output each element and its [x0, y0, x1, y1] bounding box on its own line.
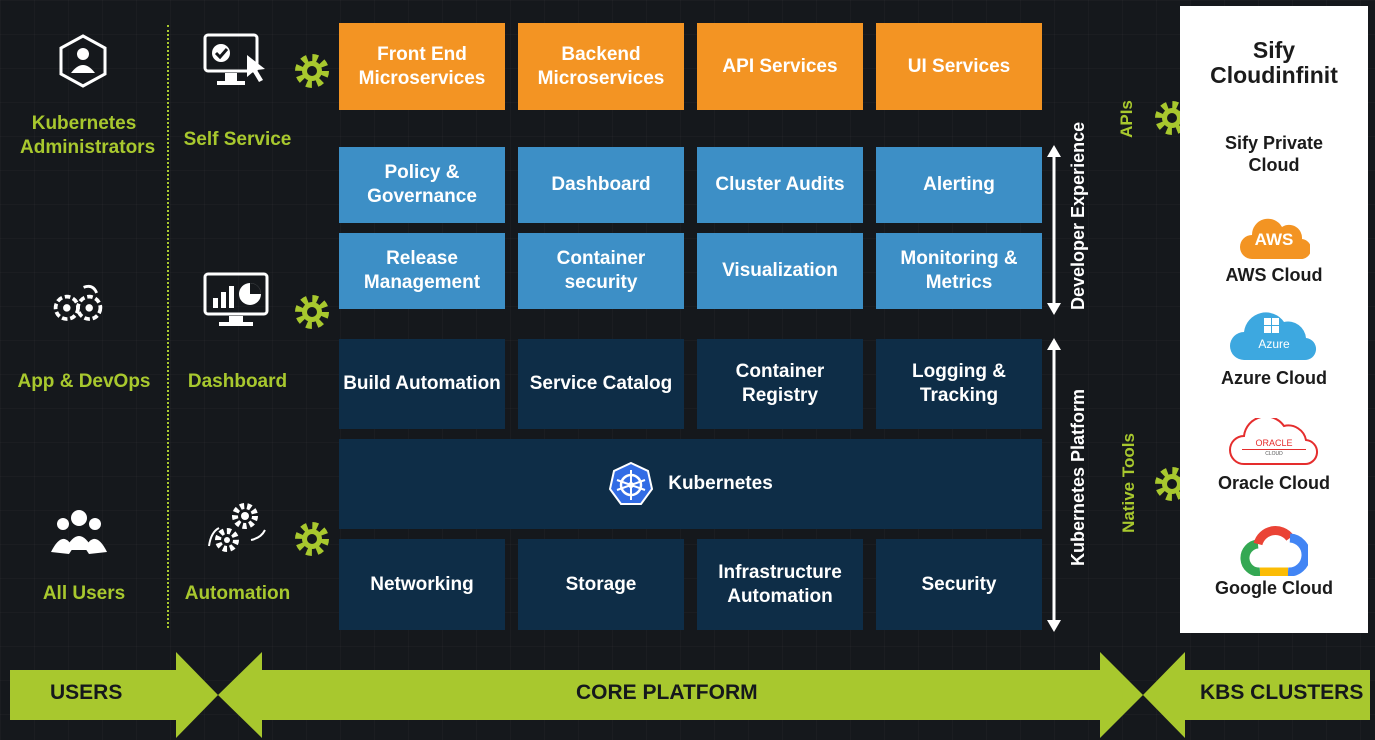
admin-user-icon	[59, 34, 107, 88]
tile-logging-tracking: Logging & Tracking	[876, 339, 1042, 429]
tile-service-catalog: Service Catalog	[518, 339, 684, 429]
role-all-users: All Users	[42, 583, 126, 604]
banner-kbs-clusters: KBS CLUSTERS	[1200, 681, 1364, 704]
tile-policy-governance: Policy & Governance	[339, 147, 505, 223]
tile-cluster-audits: Cluster Audits	[697, 147, 863, 223]
tile-kubernetes: Kubernetes	[339, 439, 1042, 529]
banner-users: USERS	[50, 681, 123, 704]
user-group-icon	[51, 510, 107, 554]
developer-experience-label: Developer Experience	[1068, 121, 1088, 310]
tile-alerting: Alerting	[876, 147, 1042, 223]
oracle-logo-subtext: CLOUD	[1265, 451, 1283, 457]
tile-front-end-microservices: Front End Microservices	[339, 23, 505, 110]
azure-cloud-icon	[1230, 312, 1317, 361]
capability-self-service: Self Service	[183, 129, 292, 150]
kubernetes-label: Kubernetes	[668, 473, 773, 494]
kubernetes-platform-label: Kubernetes Platform	[1068, 388, 1088, 566]
column-divider	[167, 25, 169, 628]
gear-icon	[295, 295, 329, 329]
clusters-panel: Sify Cloudinfinit Sify Private Cloud AWS…	[1180, 6, 1368, 633]
oracle-logo-text: ORACLE	[1242, 438, 1306, 450]
azure-cloud-label: Azure Cloud	[1221, 368, 1327, 388]
tile-networking: Networking	[339, 539, 505, 630]
aws-cloud-label: AWS Cloud	[1225, 265, 1323, 285]
aws-cloud-icon	[1240, 218, 1310, 260]
tile-backend-microservices: Backend Microservices	[518, 23, 684, 110]
native-tools-label: Native Tools	[1119, 433, 1138, 533]
developer-range-arrow	[1047, 145, 1061, 315]
tile-storage: Storage	[518, 539, 684, 630]
tile-visualization: Visualization	[697, 233, 863, 309]
tile-ui-services: UI Services	[876, 23, 1042, 110]
role-app-devops: App & DevOps	[17, 371, 151, 392]
role-kubernetes-administrators: Kubernetes Administrators	[20, 113, 156, 158]
capability-automation: Automation	[184, 583, 291, 604]
azure-logo-text: Azure	[1258, 337, 1290, 351]
kubernetes-helm-icon	[609, 461, 654, 505]
tile-container-security: Container security	[518, 233, 684, 309]
google-cloud-label: Google Cloud	[1215, 578, 1333, 598]
google-cloud-icon	[1240, 526, 1308, 576]
devops-gears-icon	[53, 284, 103, 321]
tile-build-automation: Build Automation	[339, 339, 505, 429]
tile-container-registry: Container Registry	[697, 339, 863, 429]
automation-gears-icon	[208, 503, 266, 552]
self-service-monitor-icon	[203, 33, 265, 85]
tile-security: Security	[876, 539, 1042, 630]
tile-api-services: API Services	[697, 23, 863, 110]
gear-icon	[295, 522, 329, 556]
banner-core-platform: CORE PLATFORM	[576, 681, 758, 704]
capability-dashboard: Dashboard	[187, 371, 288, 392]
tile-infrastructure-automation: Infrastructure Automation	[697, 539, 863, 630]
flow-banner	[10, 652, 1370, 738]
dashboard-monitor-icon	[203, 272, 269, 326]
apis-label: APIs	[1117, 100, 1136, 138]
clusters-title: Sify Cloudinfinit	[1210, 37, 1338, 88]
tile-monitoring-metrics: Monitoring & Metrics	[876, 233, 1042, 309]
oracle-cloud-label: Oracle Cloud	[1217, 473, 1331, 493]
sify-private-cloud-label: Sify Private Cloud	[1224, 133, 1324, 175]
gear-icon	[295, 54, 329, 88]
tile-dashboard: Dashboard	[518, 147, 684, 223]
platform-range-arrow	[1047, 338, 1061, 632]
oracle-cloud-icon	[1229, 418, 1318, 466]
tile-release-management: Release Management	[339, 233, 505, 309]
aws-logo-text: AWS	[1254, 230, 1294, 249]
